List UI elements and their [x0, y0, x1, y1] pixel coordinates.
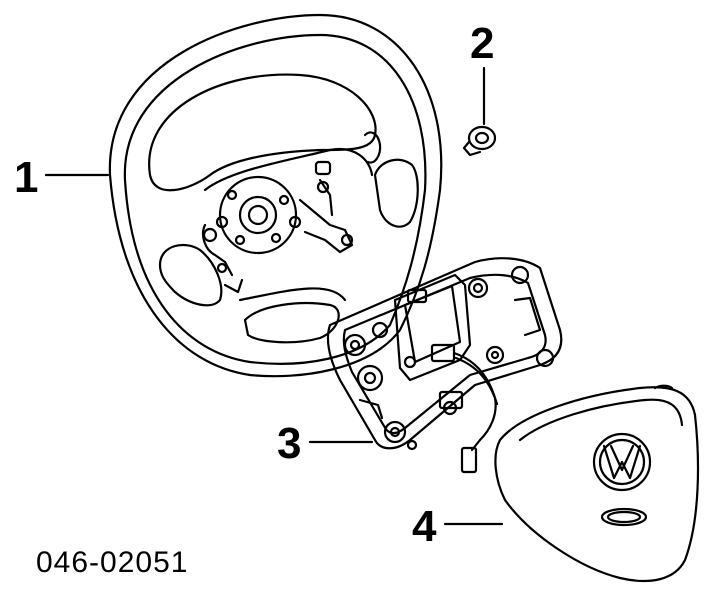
- vw-logo-icon: [592, 432, 652, 492]
- callout-1: 1: [14, 153, 39, 202]
- callout-3: 3: [277, 419, 302, 468]
- clock-spring-unit: [326, 257, 563, 474]
- callout-2: 2: [470, 19, 495, 68]
- callout-4: 4: [412, 502, 437, 551]
- nut: [462, 125, 497, 157]
- steering-wheel: [108, 13, 443, 378]
- airbag-module: [494, 384, 700, 582]
- part-code: 046-02051: [36, 546, 189, 579]
